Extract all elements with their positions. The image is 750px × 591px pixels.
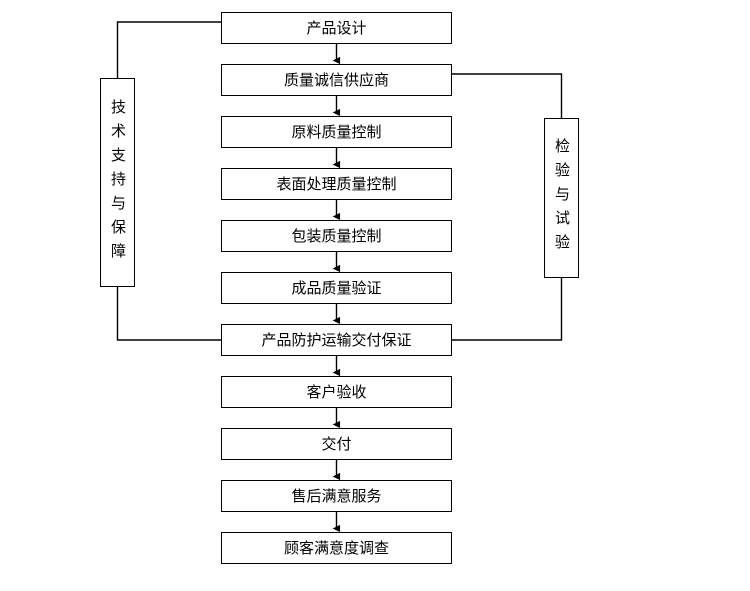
node-label: 质量诚信供应商 [283, 70, 389, 89]
node-product-protection-transport-delivery[interactable]: 产品防护运输交付保证 [221, 324, 452, 356]
node-quality-integrity-supplier[interactable]: 质量诚信供应商 [221, 64, 452, 96]
node-technical-support-guarantee[interactable]: 技术支持与保障 [100, 78, 135, 287]
node-raw-material-quality-control[interactable]: 原料质量控制 [221, 116, 452, 148]
node-label: 包装质量控制 [291, 226, 382, 245]
node-label: 客户验收 [306, 382, 367, 401]
link-tech-support-to-product-design [116, 21, 221, 78]
link-inspection-to-protection [452, 278, 563, 341]
node-surface-treatment-quality-control[interactable]: 表面处理质量控制 [221, 168, 452, 200]
node-label: 产品防护运输交付保证 [261, 330, 412, 349]
node-finished-product-quality-verification[interactable]: 成品质量验证 [221, 272, 452, 304]
node-label: 原料质量控制 [291, 122, 382, 141]
node-label: 顾客满意度调查 [283, 538, 389, 557]
node-inspection-and-testing[interactable]: 检验与试验 [544, 118, 579, 278]
node-label: 售后满意服务 [291, 486, 382, 505]
node-label: 检验与试验 [553, 138, 571, 258]
node-customer-satisfaction-survey[interactable]: 顾客满意度调查 [221, 532, 452, 564]
node-packaging-quality-control[interactable]: 包装质量控制 [221, 220, 452, 252]
node-label: 技术支持与保障 [109, 98, 127, 267]
node-label: 产品设计 [306, 18, 367, 37]
node-delivery[interactable]: 交付 [221, 428, 452, 460]
node-label: 交付 [321, 434, 352, 453]
node-product-design[interactable]: 产品设计 [221, 12, 452, 44]
node-label: 表面处理质量控制 [276, 174, 397, 193]
node-after-sales-satisfaction-service[interactable]: 售后满意服务 [221, 480, 452, 512]
node-label: 成品质量验证 [291, 278, 382, 297]
link-inspection-to-supplier [452, 73, 563, 118]
link-tech-support-to-protection [116, 287, 221, 341]
node-customer-acceptance[interactable]: 客户验收 [221, 376, 452, 408]
